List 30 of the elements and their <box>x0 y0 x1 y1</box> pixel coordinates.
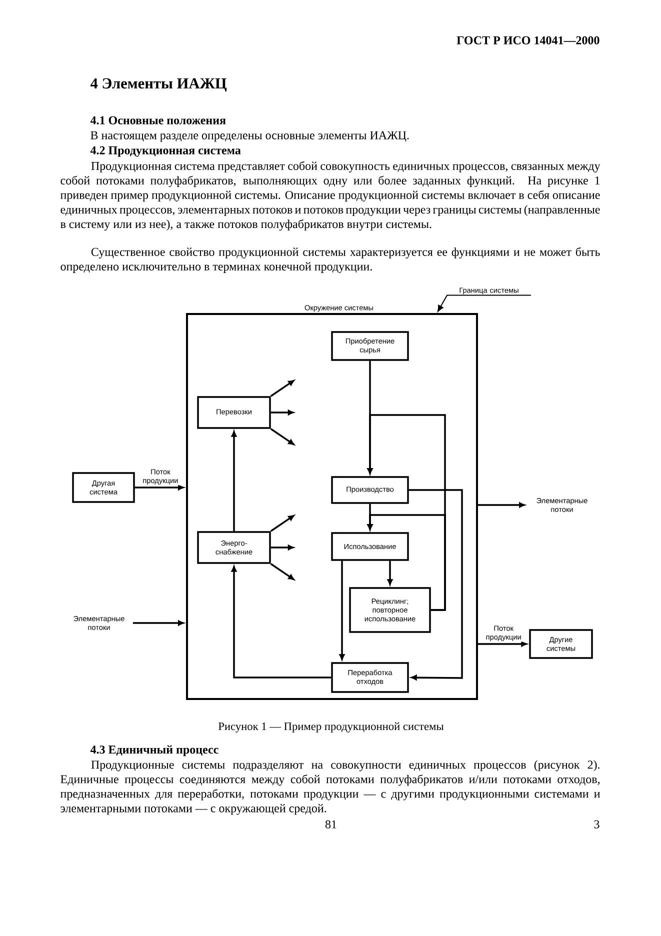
arrow <box>367 514 446 611</box>
arrow <box>270 428 294 445</box>
arrow <box>478 641 527 647</box>
arrow <box>387 560 393 585</box>
subsection-heading: 4.1 Основные положения <box>90 116 226 124</box>
paragraph: Продукционная система представляет собой совокупность единичных процессов, связанных между собой потоками полуфабрикатов, выполняющих одну или более заданных функций. На рисунке 1 приведен пример продукционной системы. Описание продукционной системы включает в себя описание единичных процессов, элементарных потоков и потоков продукции через границы системы (направленные в систему или из нее), а также потоков полуфабрикатов внутри системы. <box>60 161 600 231</box>
arrow <box>270 563 294 580</box>
arrow <box>132 620 184 626</box>
system-boundary <box>186 313 478 700</box>
arrow <box>270 410 294 416</box>
page-number: 81 <box>325 820 336 828</box>
arrow <box>408 489 463 680</box>
arrow <box>270 544 294 550</box>
arrow <box>339 560 345 660</box>
subsection-heading: 4.3 Единичный процесс <box>90 745 218 756</box>
running-header: ГОСТ Р ИСО 14041—2000 <box>456 36 600 44</box>
arrow <box>231 431 237 532</box>
leader-line <box>437 294 531 312</box>
figure-caption: Рисунок 1 — Пример продукционной системы <box>218 722 444 732</box>
paragraph: Продукционные системы подразделяют на совокупности единичных процессов (рисунок 2). Единичные процессы соединяются между собой потоками полуфабрикатов и/или потоками отходов, предназначенных для переработки, потоками продукции — с другими продукционными системами и элементарными потоками — с окружающей средой. <box>60 760 600 815</box>
arrow <box>231 566 332 678</box>
arrow <box>478 502 525 508</box>
subsection-heading: 4.2 Продукционная система <box>90 146 241 157</box>
arrow <box>270 380 294 397</box>
paragraph: В настоящем разделе определены основные элементы ИАЖЦ. <box>90 131 409 142</box>
page-number: 3 <box>594 820 600 828</box>
paragraph: Существенное свойство продукционной системы характеризуется ее функциями и не может быть определено исключительно в терминах конечной продукции. <box>60 247 600 273</box>
arrow <box>270 515 294 532</box>
section-heading: 4 Элементы ИАЖЦ <box>90 78 227 92</box>
arrow <box>134 484 184 490</box>
